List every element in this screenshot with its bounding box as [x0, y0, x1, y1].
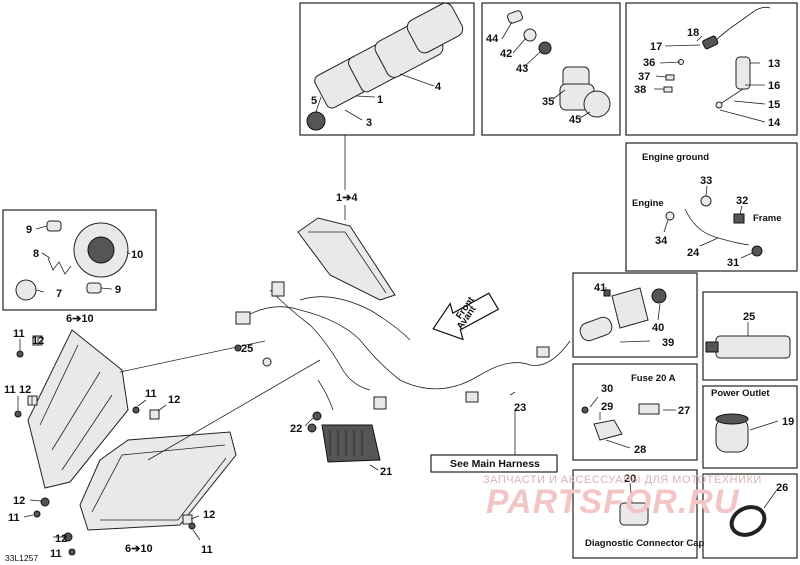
callout-11-a: 11 [13, 328, 25, 340]
callout-9-top: 9 [26, 224, 32, 236]
callout-11-d: 11 [8, 512, 20, 524]
o-ring-part [729, 490, 777, 537]
switch-parts [579, 287, 667, 343]
callout-20: 20 [624, 473, 636, 485]
callout-11-b: 11 [4, 384, 16, 396]
callout-38: 38 [634, 84, 646, 96]
callout-9-bottom: 9 [115, 284, 121, 296]
callout-36: 36 [643, 57, 655, 69]
callout-22: 22 [290, 423, 302, 435]
gauge-cluster-parts [306, 2, 464, 131]
callout-42: 42 [500, 48, 512, 60]
callout-29: 29 [601, 401, 613, 413]
callout-12-c: 12 [168, 394, 180, 406]
callout-3: 3 [366, 117, 372, 129]
callout-34: 34 [655, 235, 668, 247]
callout-13: 13 [768, 58, 780, 70]
callout-43: 43 [516, 63, 528, 75]
callout-6-10-bottom: 6➔10 [125, 543, 153, 555]
power-outlet-title: Power Outlet [711, 388, 770, 399]
engine-ground-title: Engine ground [642, 152, 709, 163]
power-outlet-part [715, 413, 779, 453]
callout-16: 16 [768, 80, 780, 92]
callout-40: 40 [652, 322, 664, 334]
callout-33: 33 [700, 175, 712, 187]
right-headlight [53, 431, 237, 556]
fuse-title: Fuse 20 A [631, 373, 676, 384]
callout-24: 24 [687, 247, 700, 259]
callout-14: 14 [768, 117, 781, 129]
callout-28: 28 [634, 444, 646, 456]
fuse-parts [581, 396, 676, 449]
callout-11-c: 11 [145, 388, 157, 400]
callout-4: 4 [435, 81, 442, 93]
callout-10: 10 [131, 249, 143, 261]
instrument-cluster [297, 217, 396, 301]
see-main-harness-box [430, 454, 558, 473]
voltage-regulator [304, 411, 381, 471]
callout-32: 32 [736, 195, 748, 207]
callout-37: 37 [638, 71, 650, 83]
callout-12-f: 12 [203, 509, 215, 521]
box-ring [702, 473, 798, 559]
callout-6-10-top: 6➔10 [66, 313, 94, 325]
dielectric-grease-tube [705, 322, 791, 359]
callout-11-e: 11 [50, 548, 62, 560]
frame-label: Frame [753, 213, 782, 224]
watermark-line2: PARTSFOR.RU [486, 483, 740, 521]
callout-12-e: 12 [55, 533, 67, 545]
callout-12-d: 12 [13, 495, 25, 507]
figure-code: 33L1257 [5, 553, 38, 563]
callout-11-f: 11 [201, 544, 213, 556]
wiring-harness [234, 281, 571, 411]
callout-17: 17 [650, 41, 662, 53]
left-headlight [14, 329, 167, 518]
callout-27: 27 [678, 405, 690, 417]
callout-1-4: 1➔4 [336, 192, 358, 204]
leader-right-headlight [147, 359, 321, 461]
callout-25-tube: 25 [743, 311, 755, 323]
callout-5: 5 [311, 95, 317, 107]
callout-26: 26 [776, 482, 788, 494]
callout-12-a: 12 [32, 335, 44, 347]
callout-19: 19 [782, 416, 794, 428]
box-power-outlet [702, 385, 798, 469]
front-arrow: Front Avant [432, 292, 500, 341]
box-fuse [572, 363, 698, 461]
ignition-switch-parts [501, 10, 611, 119]
ground-cable-parts [663, 185, 763, 259]
diagnostic-cap-part [619, 482, 649, 526]
callout-12-b: 12 [19, 384, 31, 396]
callout-35: 35 [542, 96, 554, 108]
leader-23-b [509, 391, 516, 396]
callout-7: 7 [56, 288, 62, 300]
callout-21: 21 [380, 466, 392, 478]
callout-39: 39 [662, 337, 674, 349]
box-sensor [625, 2, 798, 136]
engine-label: Engine [632, 198, 664, 209]
headlight-bulb-parts [15, 220, 131, 301]
callout-44: 44 [486, 33, 499, 45]
see-main-harness: See Main Harness [450, 458, 540, 470]
box-engine-ground [625, 142, 798, 272]
callout-25: 25 [241, 343, 253, 355]
callout-30: 30 [601, 383, 613, 395]
callout-23: 23 [514, 402, 526, 414]
speed-sensor-parts [654, 6, 771, 123]
callout-31: 31 [727, 257, 739, 269]
callout-45: 45 [569, 114, 581, 126]
callout-41: 41 [594, 282, 606, 294]
diagnostic-title: Diagnostic Connector Cap [585, 538, 704, 549]
callout-1: 1 [377, 94, 383, 106]
watermark-line1: ЗАПЧАСТИ И АКСЕССУАРЫ ДЛЯ МОТОТЕХНИКИ [483, 474, 762, 486]
callout-18: 18 [687, 27, 699, 39]
callout-8: 8 [33, 248, 39, 260]
callout-15: 15 [768, 99, 780, 111]
